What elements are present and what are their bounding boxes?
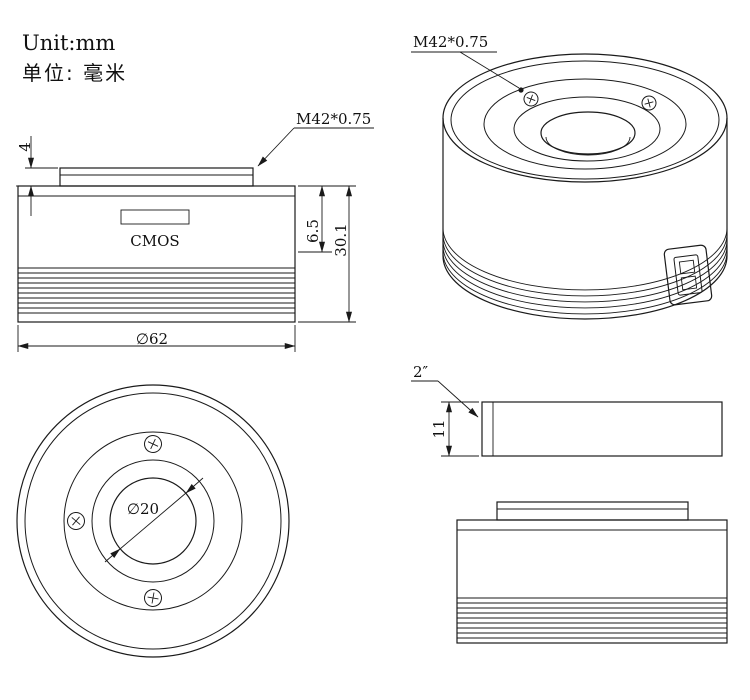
iso-fins bbox=[442, 227, 728, 315]
sensor-window bbox=[120, 209, 190, 225]
dim-adapter-height: 11 bbox=[430, 401, 479, 457]
rear-side-view bbox=[456, 501, 728, 644]
iso-view: M42*0.75 bbox=[411, 33, 728, 320]
thread-callout-iso: M42*0.75 bbox=[411, 33, 524, 93]
unit-label-en: Unit:mm bbox=[22, 31, 115, 55]
thread-callout-side: M42*0.75 bbox=[257, 110, 374, 167]
iso-recess-edge bbox=[513, 96, 661, 162]
body-outline bbox=[17, 185, 296, 323]
iso-screw-left bbox=[523, 91, 539, 107]
dim-flange-height: 4 bbox=[16, 136, 58, 216]
front-recess-circle bbox=[91, 459, 215, 583]
dim-backfocus-text: 6.5 bbox=[304, 219, 322, 243]
leader-dot bbox=[518, 87, 524, 93]
front-view: ∅20 bbox=[16, 384, 290, 658]
cmos-label: CMOS bbox=[130, 232, 179, 250]
dim-bore: ∅20 bbox=[104, 477, 204, 563]
dim-flange-text: 4 bbox=[16, 142, 34, 152]
thread-label-side: M42*0.75 bbox=[296, 110, 371, 128]
rear-fins bbox=[457, 597, 727, 639]
front-outer-circle bbox=[16, 384, 290, 658]
dim-height-text: 30.1 bbox=[332, 223, 350, 256]
rear-flange-outline bbox=[496, 501, 689, 521]
iso-usb-port bbox=[663, 244, 713, 306]
thread-label-iso: M42*0.75 bbox=[413, 33, 488, 51]
flange-outline bbox=[59, 167, 254, 187]
iso-inner-ring bbox=[483, 78, 687, 170]
front-outer-inner-circle bbox=[24, 392, 282, 650]
iso-bore-depth-arc bbox=[545, 136, 631, 156]
unit-label-zh: 单位: 毫米 bbox=[22, 61, 127, 85]
heatsink-fins bbox=[18, 267, 295, 314]
dim-adapter-height-text: 11 bbox=[430, 419, 448, 438]
rear-body-outline bbox=[456, 519, 728, 644]
side-view: CMOS 4 M42*0.75 bbox=[16, 110, 374, 352]
adapter-view: 2″ 11 bbox=[411, 363, 723, 457]
iso-screw-right bbox=[641, 95, 657, 111]
front-ring-circle bbox=[63, 431, 243, 611]
front-bore-circle bbox=[109, 477, 197, 565]
iso-rim-chamfer bbox=[450, 60, 720, 180]
iso-outer-rim bbox=[442, 53, 728, 183]
dim-diameter: ∅62 bbox=[17, 325, 296, 352]
unit-note: Unit:mm 单位: 毫米 bbox=[22, 31, 127, 85]
barrel-label: 2″ bbox=[413, 363, 429, 381]
front-screw-left bbox=[67, 512, 85, 530]
dim-diameter-text: ∅62 bbox=[136, 330, 168, 348]
dim-height: 30.1 bbox=[298, 185, 356, 323]
adapter-outline bbox=[481, 401, 723, 457]
front-screw-bottom bbox=[144, 589, 162, 607]
barrel-callout: 2″ bbox=[411, 363, 479, 418]
iso-center-bore bbox=[540, 111, 636, 155]
iso-bottom-edge bbox=[442, 255, 728, 320]
front-screw-top bbox=[144, 435, 162, 453]
dim-bore-text: ∅20 bbox=[127, 500, 159, 518]
